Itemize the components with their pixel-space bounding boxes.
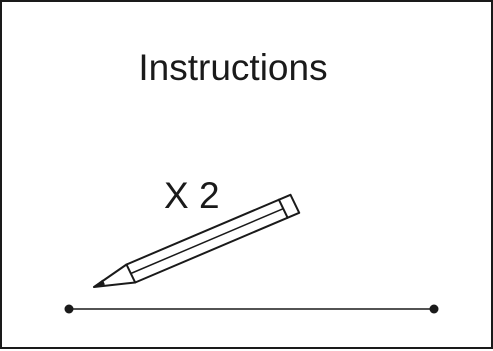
instructions-title: Instructions (138, 47, 328, 88)
right-endpoint-dot (429, 304, 439, 314)
pencil-icon (93, 193, 301, 288)
repeat-count-label: X 2 (164, 175, 220, 216)
left-endpoint-dot (64, 304, 74, 314)
